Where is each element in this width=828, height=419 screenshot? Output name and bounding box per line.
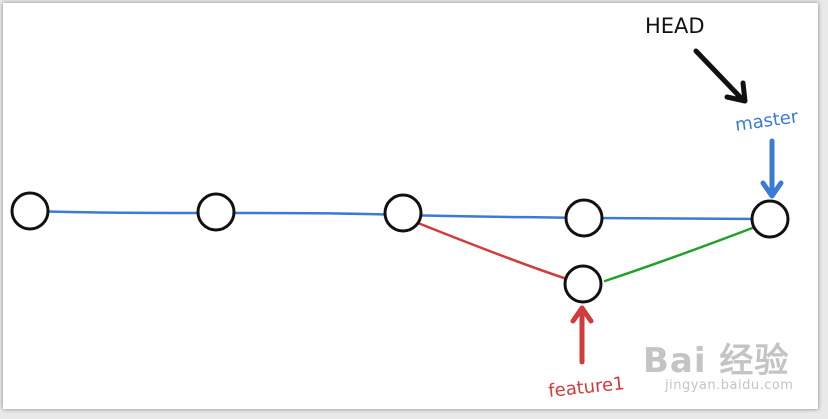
arrow-down-right-icon — [693, 48, 748, 104]
commit-node-1 — [10, 191, 50, 231]
git-branch-diagram: HEAD master feature1 Bai 经验 jingyan.baid… — [3, 3, 818, 409]
commit-node-3 — [383, 193, 423, 233]
commit-node-2 — [196, 192, 236, 232]
arrow-up-icon — [570, 305, 594, 365]
feature1-label: feature1 — [547, 373, 625, 402]
merge-line — [603, 225, 757, 283]
master-label: master — [734, 106, 800, 136]
commit-node-feature — [563, 264, 603, 304]
feature-branch-line — [416, 221, 575, 283]
diagram-canvas: HEAD master feature1 — [10, 14, 800, 402]
head-label: HEAD — [645, 14, 705, 38]
commit-node-4 — [564, 198, 604, 238]
arrow-down-icon — [760, 138, 784, 199]
commit-node-merge — [750, 199, 790, 239]
